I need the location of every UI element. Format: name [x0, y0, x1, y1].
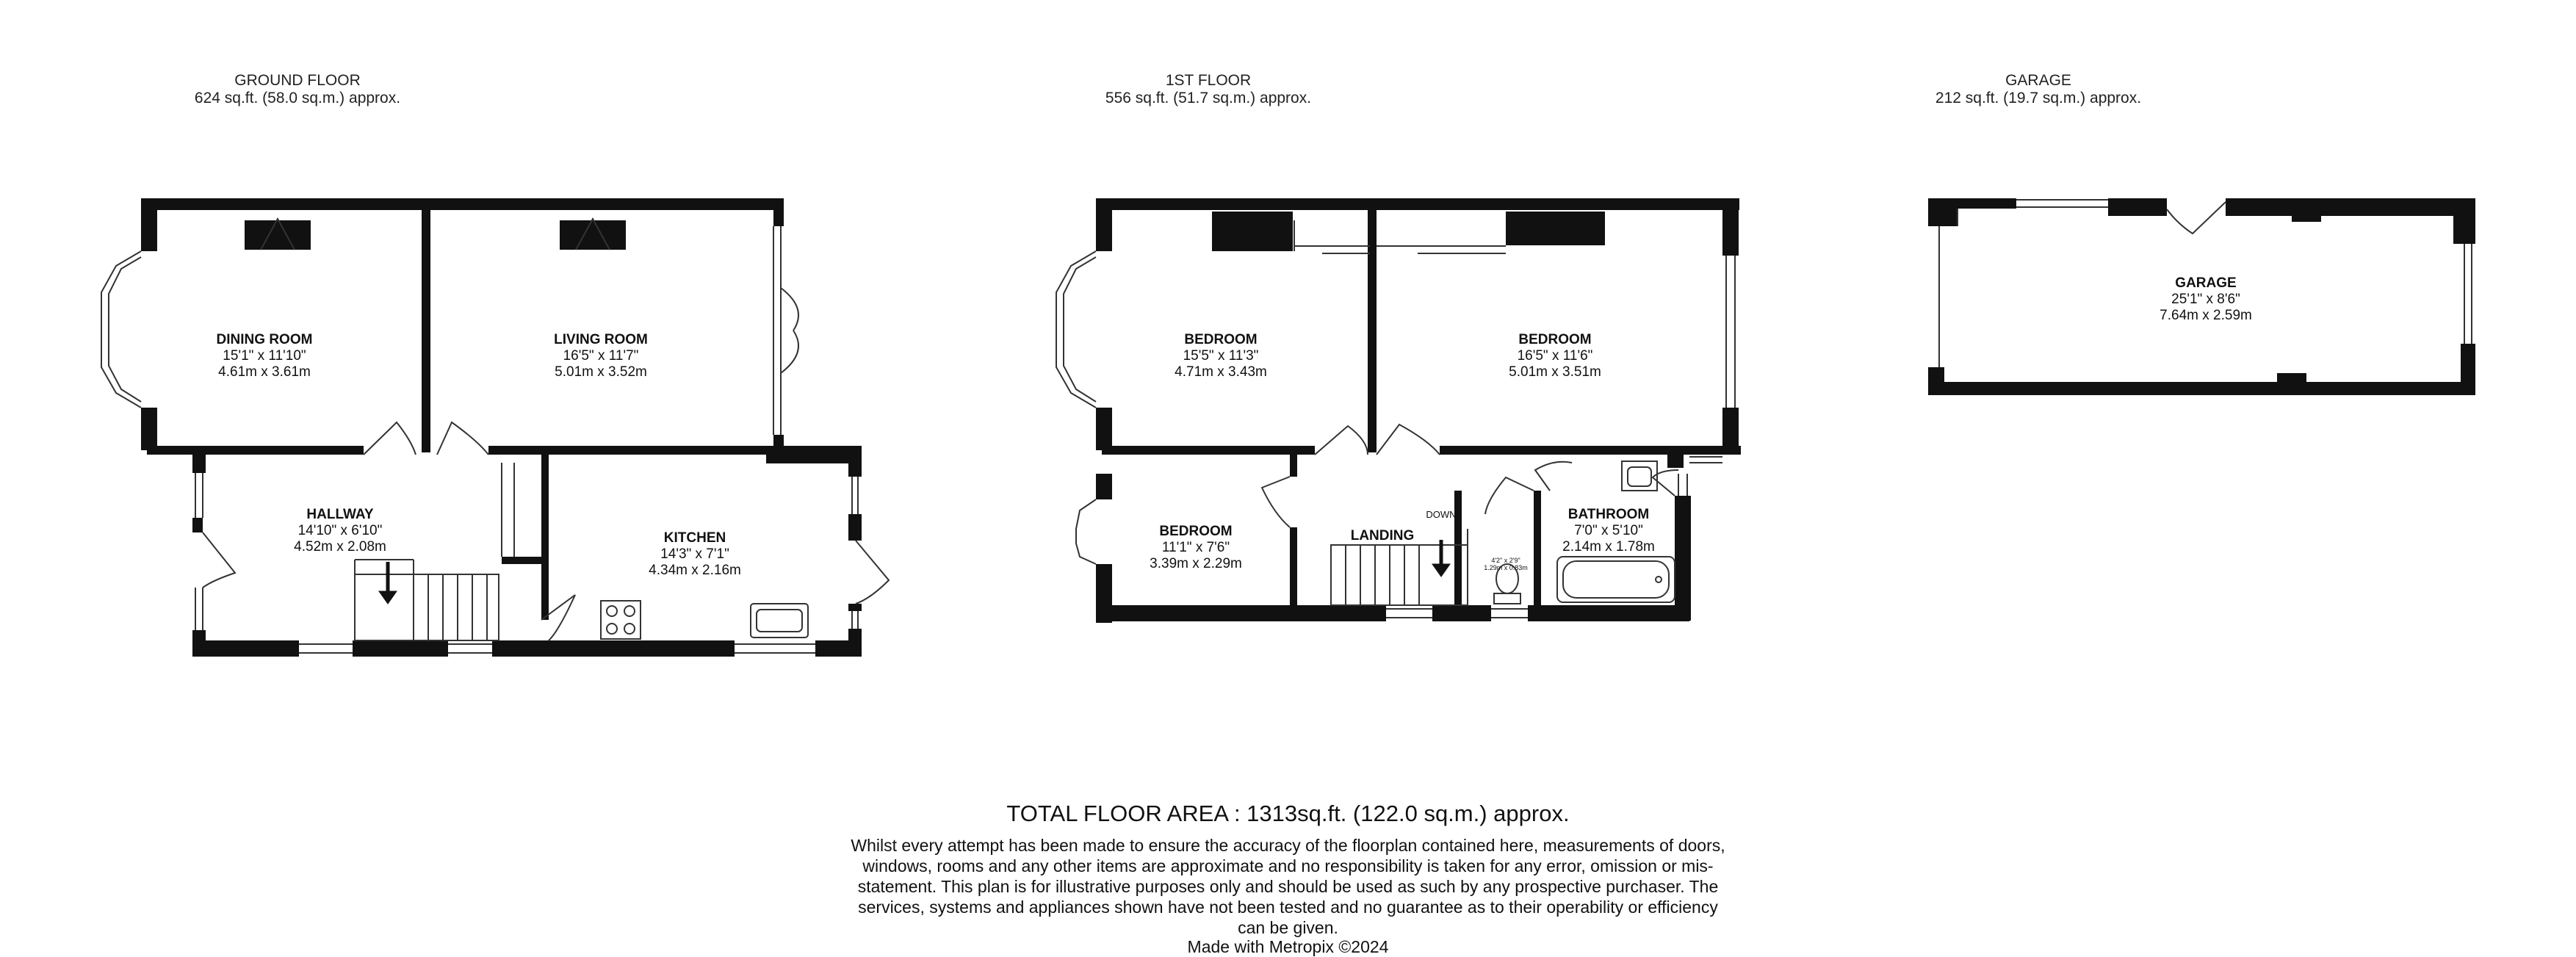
floor-title: GROUND FLOOR	[234, 72, 361, 89]
room-name: BATHROOM	[1567, 507, 1650, 522]
stair-down-label: DOWN	[1426, 509, 1457, 520]
room-imperial: 7'0" x 5'10"	[1574, 523, 1643, 538]
room-metric: 5.01m x 3.51m	[1509, 364, 1601, 380]
floor-title: 1ST FLOOR	[1165, 72, 1252, 89]
ground-floor-walls	[141, 198, 862, 657]
disclaimer-text: Whilst every attempt has been made to en…	[851, 836, 1725, 937]
floor-area: 556 sq.ft. (51.7 sq.m.) approx.	[1105, 90, 1312, 106]
room-name: LIVING ROOM	[554, 332, 648, 347]
room-label-living: LIVING ROOM 16'5" x 11'7" 5.01m x 3.52m	[554, 332, 648, 380]
floor-area: 624 sq.ft. (58.0 sq.m.) approx.	[194, 90, 401, 106]
floor-header-garage: GARAGE 212 sq.ft. (19.7 sq.m.) approx.	[1910, 72, 2167, 107]
floor-header-ground: GROUND FLOOR 624 sq.ft. (58.0 sq.m.) app…	[169, 72, 426, 107]
room-name: GARAGE	[2175, 275, 2237, 291]
floor-area: 212 sq.ft. (19.7 sq.m.) approx.	[1935, 90, 2142, 106]
room-metric: 2.14m x 1.78m	[1562, 539, 1655, 555]
room-label-kitchen: KITCHEN 14'3" x 7'1" 4.34m x 2.16m	[649, 530, 741, 579]
credit-text: Made with Metropix ©2024	[1187, 937, 1389, 956]
room-metric: 4.34m x 2.16m	[649, 563, 741, 578]
room-imperial: 25'1" x 8'6"	[2171, 292, 2240, 307]
wc-imperial: 4'2" x 2'9"	[1491, 557, 1520, 564]
room-name: BEDROOM	[1518, 332, 1592, 347]
room-label-bedroom-2: BEDROOM 16'5" x 11'6" 5.01m x 3.51m	[1509, 332, 1601, 380]
floor-header-first: 1ST FLOOR 556 sq.ft. (51.7 sq.m.) approx…	[1080, 72, 1337, 107]
room-label-garage: GARAGE 25'1" x 8'6" 7.64m x 2.59m	[2160, 275, 2252, 324]
room-name: HALLWAY	[306, 507, 374, 522]
room-metric: 3.39m x 2.29m	[1150, 556, 1242, 571]
room-imperial: 14'10" x 6'10"	[297, 523, 383, 538]
room-metric: 7.64m x 2.59m	[2160, 308, 2252, 323]
first-floor-walls	[1096, 198, 1741, 623]
room-label-bedroom-3: BEDROOM 11'1" x 7'6" 3.39m x 2.29m	[1150, 524, 1242, 572]
room-metric: 4.71m x 3.43m	[1175, 364, 1267, 380]
room-label-hallway: HALLWAY 14'10" x 6'10" 4.52m x 2.08m	[294, 507, 386, 555]
room-imperial: 11'1" x 7'6"	[1161, 540, 1230, 555]
room-metric: 5.01m x 3.52m	[555, 364, 647, 380]
room-label-bedroom-1: BEDROOM 15'5" x 11'3" 4.71m x 3.43m	[1175, 332, 1267, 380]
garage-walls	[1928, 198, 2475, 395]
room-name: BEDROOM	[1184, 332, 1258, 347]
room-imperial: 16'5" x 11'6"	[1517, 348, 1593, 364]
room-name: KITCHEN	[663, 530, 726, 546]
floor-title: GARAGE	[2005, 72, 2071, 89]
room-imperial: 16'5" x 11'7"	[563, 348, 639, 364]
room-metric: 4.61m x 3.61m	[218, 364, 311, 380]
room-metric: 4.52m x 2.08m	[294, 539, 386, 555]
room-label-dining: DINING ROOM 15'1" x 11'10" 4.61m x 3.61m	[217, 332, 313, 380]
wc-metric: 1.29m x 0.83m	[1484, 564, 1528, 571]
wc-dimensions: 4'2" x 2'9" 1.29m x 0.83m	[1484, 557, 1528, 571]
room-label-bathroom: BATHROOM 7'0" x 5'10" 2.14m x 1.78m	[1562, 507, 1655, 555]
room-imperial: 15'1" x 11'10"	[223, 348, 306, 364]
room-imperial: 14'3" x 7'1"	[660, 546, 729, 562]
room-imperial: 15'5" x 11'3"	[1183, 348, 1259, 364]
room-name: DINING ROOM	[216, 332, 313, 347]
room-name: LANDING	[1350, 528, 1415, 543]
room-name: BEDROOM	[1159, 524, 1233, 539]
room-label-landing: LANDING	[1351, 528, 1415, 544]
total-floor-area: TOTAL FLOOR AREA : 1313sq.ft. (122.0 sq.…	[1006, 801, 1570, 826]
